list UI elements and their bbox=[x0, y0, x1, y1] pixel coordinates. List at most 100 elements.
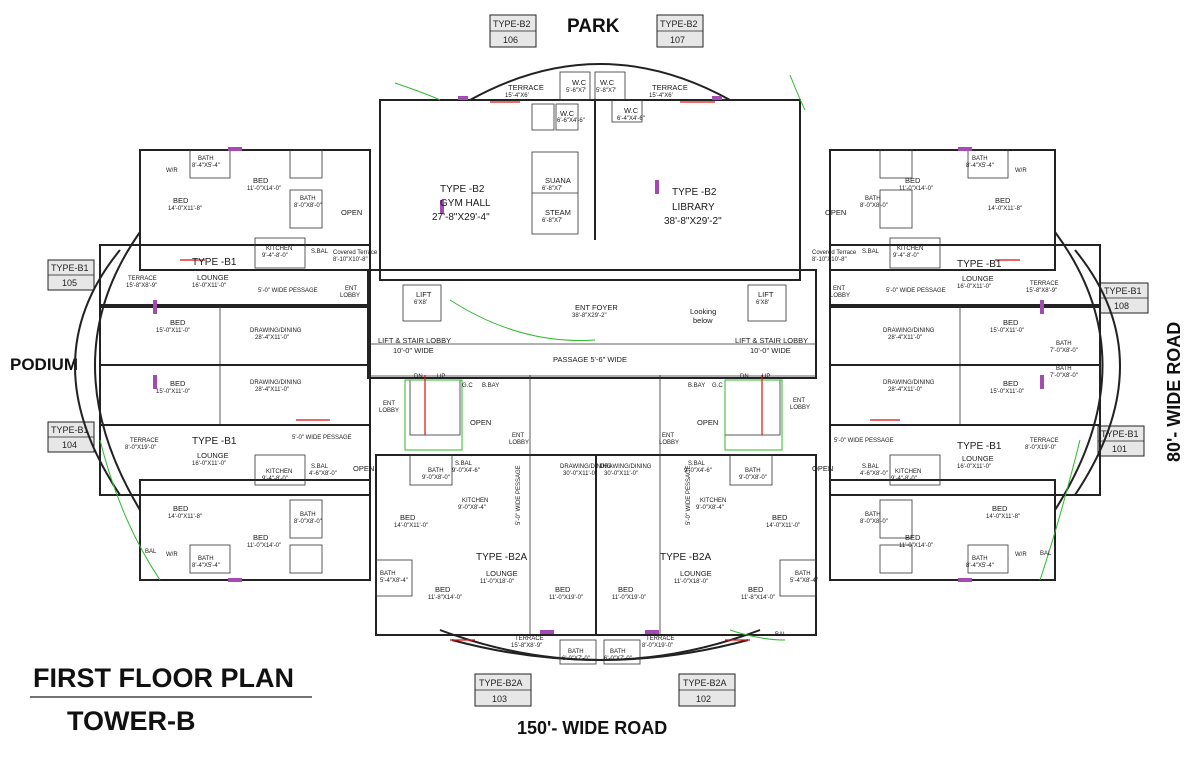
steam-label: STEAM bbox=[545, 208, 571, 217]
sauna-label: SUANA bbox=[545, 176, 571, 185]
tower-title: TOWER-B bbox=[67, 706, 196, 736]
svg-text:6'-0"X7'-0": 6'-0"X7'-0" bbox=[562, 656, 590, 662]
svg-text:9'-4"-8'-0": 9'-4"-8'-0" bbox=[893, 253, 919, 259]
svg-text:9'-0"X4'-6": 9'-0"X4'-6" bbox=[684, 468, 712, 474]
stair-lobby-right-width: 10'-0" WIDE bbox=[750, 346, 791, 355]
steam-size: 6'-8"X7' bbox=[542, 218, 562, 224]
svg-text:BED: BED bbox=[173, 196, 189, 205]
gym-size: 27'-8"X29'-4" bbox=[432, 212, 490, 223]
svg-text:BED: BED bbox=[555, 585, 571, 594]
svg-text:TYPE-B1: TYPE-B1 bbox=[51, 425, 89, 435]
svg-text:8'-0"X19'-0": 8'-0"X19'-0" bbox=[125, 445, 156, 451]
covered-terrace-right: Covered Terrace bbox=[812, 250, 857, 256]
unit-tag-101: TYPE-B1 101 bbox=[1097, 425, 1145, 457]
svg-text:4'-6"X8'-0": 4'-6"X8'-0" bbox=[860, 471, 888, 477]
ent-lobby-6a: ENT bbox=[662, 433, 674, 439]
bbay-left: B.BAY bbox=[482, 383, 499, 389]
svg-text:11'-0"X19'-0": 11'-0"X19'-0" bbox=[612, 595, 646, 601]
covered-terrace-left: Covered Terrace bbox=[333, 250, 378, 256]
svg-text:BED: BED bbox=[748, 585, 764, 594]
svg-text:14'-0"X11'-8": 14'-0"X11'-8" bbox=[168, 206, 202, 212]
gym-type: TYPE -B2 bbox=[440, 184, 485, 195]
svg-text:BED: BED bbox=[905, 533, 921, 542]
svg-text:LOUNGE: LOUNGE bbox=[680, 569, 712, 578]
svg-text:16'-0"X11'-0": 16'-0"X11'-0" bbox=[957, 284, 991, 290]
looking-label: Looking bbox=[690, 307, 716, 316]
svg-text:BED: BED bbox=[400, 513, 416, 522]
svg-text:106: 106 bbox=[503, 35, 518, 45]
svg-text:BATH: BATH bbox=[610, 649, 626, 655]
open-upper-right: OPEN bbox=[825, 208, 846, 217]
svg-text:105: 105 bbox=[62, 278, 77, 288]
svg-text:BED: BED bbox=[995, 196, 1011, 205]
svg-text:5'-4"X8'-4": 5'-4"X8'-4" bbox=[790, 578, 818, 584]
svg-text:KITCHEN: KITCHEN bbox=[266, 469, 292, 475]
svg-text:DRAWING/DINING: DRAWING/DINING bbox=[250, 328, 302, 334]
ent-lobby-4b: LOBBY bbox=[790, 405, 810, 411]
wc-size-4: 6'-6"X4'-6" bbox=[557, 118, 585, 124]
unit-102-labels: S.BAL 9'-0"X4'-6" BATH 9'-0"X8'-0" KITCH… bbox=[600, 461, 818, 662]
park-label: PARK bbox=[567, 16, 620, 37]
svg-text:TYPE-B2A: TYPE-B2A bbox=[479, 678, 523, 688]
svg-text:TERRACE: TERRACE bbox=[130, 438, 159, 444]
svg-text:TYPE-B2: TYPE-B2 bbox=[493, 19, 531, 29]
gym-name: GYM HALL bbox=[440, 198, 491, 209]
open-lower-left: OPEN bbox=[353, 464, 374, 473]
door-marks bbox=[180, 101, 1020, 641]
svg-text:TYPE -B2A: TYPE -B2A bbox=[660, 552, 711, 563]
svg-text:S.BAL: S.BAL bbox=[311, 464, 329, 470]
svg-text:S.BAL: S.BAL bbox=[862, 464, 880, 470]
unit-tag-105: TYPE-B1 105 bbox=[47, 259, 95, 291]
stair-lobby-right: LIFT & STAIR LOBBY bbox=[735, 336, 808, 345]
window-marks bbox=[153, 96, 1044, 634]
svg-text:11'-0"X14'-0": 11'-0"X14'-0" bbox=[247, 186, 281, 192]
svg-text:KITCHEN: KITCHEN bbox=[897, 246, 923, 252]
svg-text:W/R: W/R bbox=[1015, 168, 1027, 174]
svg-text:TYPE -B1: TYPE -B1 bbox=[957, 259, 1002, 270]
ent-lobby-3a: ENT bbox=[383, 401, 395, 407]
wc-label-4: W.C bbox=[560, 109, 575, 118]
svg-text:LOUNGE: LOUNGE bbox=[962, 274, 994, 283]
svg-text:BATH: BATH bbox=[380, 571, 396, 577]
svg-text:28'-4"X11'-0": 28'-4"X11'-0" bbox=[255, 335, 289, 341]
unit-tag-107: TYPE-B2 107 bbox=[656, 14, 704, 48]
wc-size-1: 5'-6"X7' bbox=[566, 88, 586, 94]
svg-text:BED: BED bbox=[992, 504, 1008, 513]
pessage-lower-right: 5'-0" WIDE PESSAGE bbox=[834, 438, 894, 444]
svg-text:14'-0"X11'-8": 14'-0"X11'-8" bbox=[168, 514, 202, 520]
svg-text:TYPE-B1: TYPE-B1 bbox=[1104, 286, 1142, 296]
up-right: UP bbox=[762, 374, 770, 380]
svg-text:LOUNGE: LOUNGE bbox=[197, 273, 229, 282]
svg-text:11'-0"X18'-0": 11'-0"X18'-0" bbox=[480, 579, 514, 585]
ent-lobby-5a: ENT bbox=[512, 433, 524, 439]
svg-text:BAL: BAL bbox=[145, 549, 157, 555]
svg-text:KITCHEN: KITCHEN bbox=[266, 246, 292, 252]
open-lower-right: OPEN bbox=[812, 464, 833, 473]
svg-text:8'-4"X5'-4": 8'-4"X5'-4" bbox=[966, 563, 994, 569]
terrace-top-right-size: 15'-4"X6' bbox=[649, 93, 673, 99]
lift-right: LIFT bbox=[758, 290, 774, 299]
svg-text:DRAWING/DINING: DRAWING/DINING bbox=[560, 464, 612, 470]
ent-lobby-2a: ENT bbox=[833, 286, 845, 292]
svg-text:BED: BED bbox=[435, 585, 451, 594]
bbay-right: B.BAY bbox=[688, 383, 705, 389]
svg-text:11'-0"X14'-0": 11'-0"X14'-0" bbox=[899, 543, 933, 549]
svg-text:8'-0"X8'-0": 8'-0"X8'-0" bbox=[860, 519, 888, 525]
svg-text:W/R: W/R bbox=[166, 552, 178, 558]
svg-text:30'-0"X11'-0": 30'-0"X11'-0" bbox=[563, 471, 597, 477]
gc-right: G.C bbox=[712, 383, 723, 389]
unit-108-labels: BATH 8'-4"X5'-4" BED 11'-0"X14'-0" BED 1… bbox=[860, 156, 1078, 354]
terrace-top-left-size: 15'-4"X6' bbox=[505, 93, 529, 99]
svg-text:S.BAL: S.BAL bbox=[862, 249, 880, 255]
svg-text:9'-0"X8'-4": 9'-0"X8'-4" bbox=[458, 505, 486, 511]
unit-104-labels: BED 15'-0"X11'-0" DRAWING/DINING 28'-4"X… bbox=[125, 379, 337, 569]
svg-text:5'-4"X8'-4": 5'-4"X8'-4" bbox=[380, 578, 408, 584]
svg-text:DRAWING/DINING: DRAWING/DINING bbox=[600, 464, 652, 470]
svg-text:9'-0"X8'-4": 9'-0"X8'-4" bbox=[696, 505, 724, 511]
dn-right: DN bbox=[740, 374, 749, 380]
ent-lobby-4a: ENT bbox=[793, 398, 805, 404]
wc-size-2: 5'-8"X7' bbox=[596, 88, 616, 94]
stair-lobby-left-width: 10'-0" WIDE bbox=[393, 346, 434, 355]
ent-lobby-6b: LOBBY bbox=[659, 440, 679, 446]
